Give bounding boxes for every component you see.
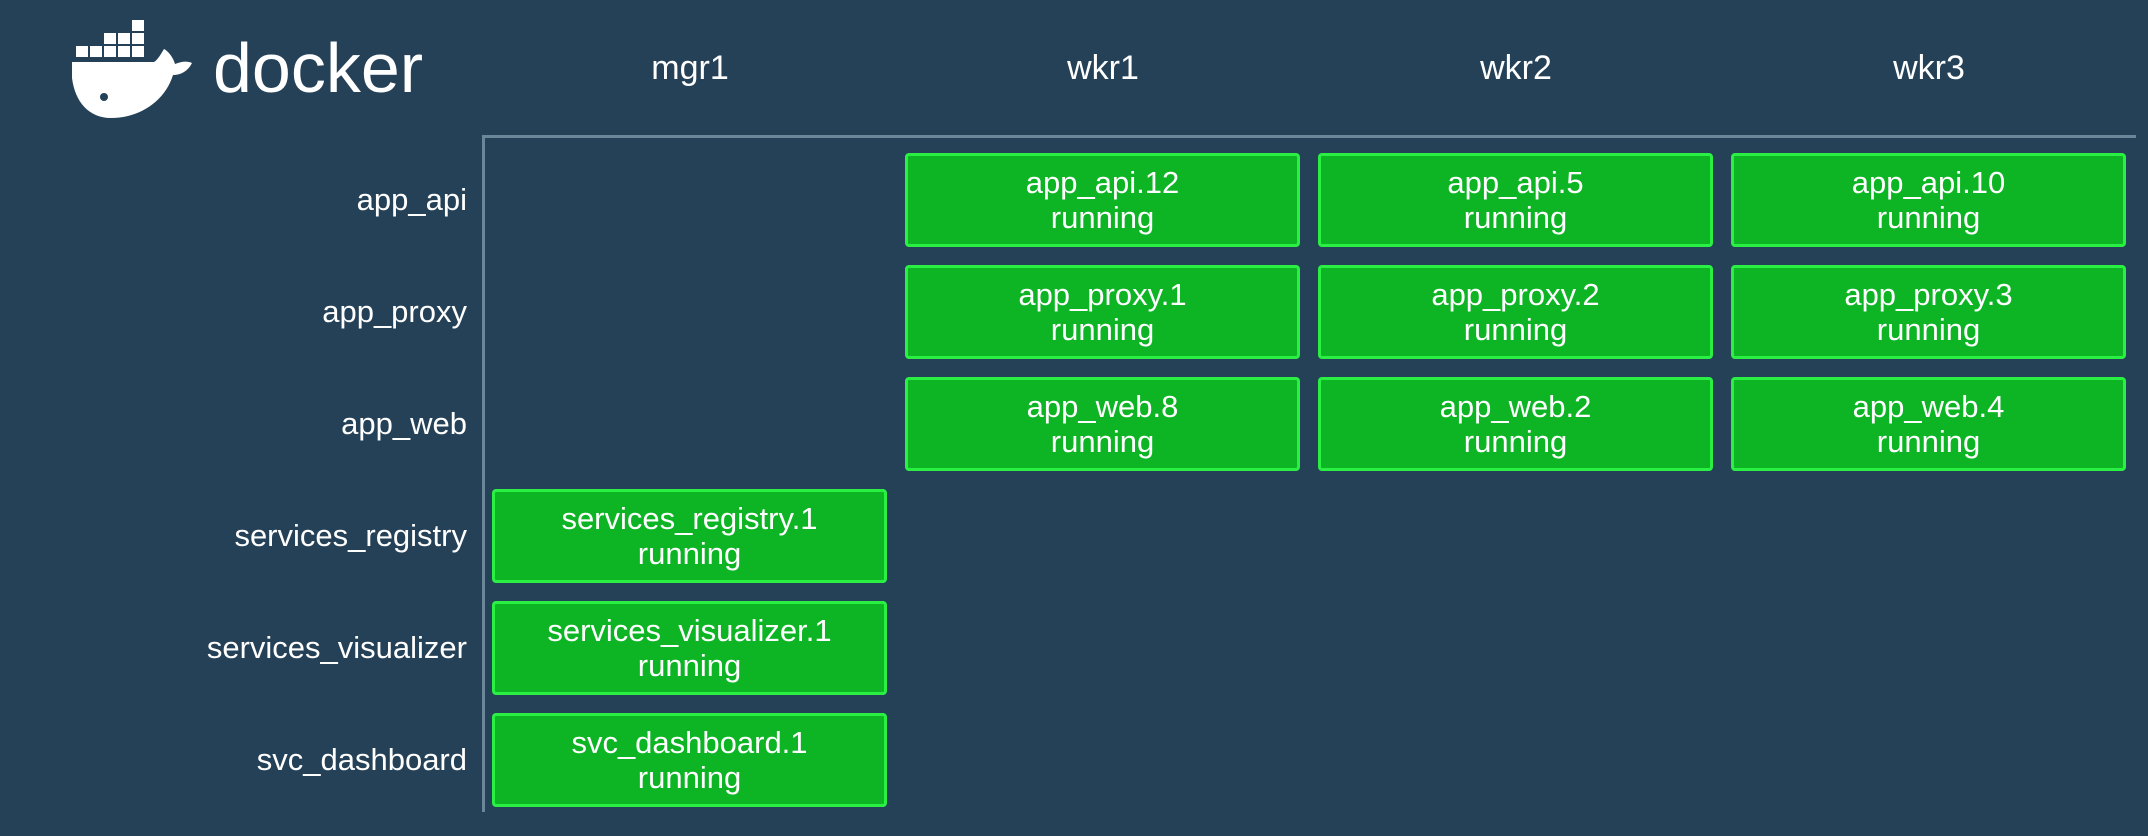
node-header-wkr3: wkr3 (1893, 49, 1965, 87)
task-name: app_proxy.2 (1431, 277, 1600, 312)
task-name: app_web.2 (1439, 389, 1592, 424)
task-state: running (1463, 200, 1568, 235)
task-state: running (1876, 312, 1981, 347)
node-header-wkr1: wkr1 (1067, 49, 1139, 87)
task-name: svc_dashboard.1 (571, 725, 808, 760)
task-state: running (1050, 200, 1155, 235)
task-name: app_api.10 (1851, 165, 2006, 200)
grid-top-border (482, 135, 2136, 138)
task-state: running (1463, 424, 1568, 459)
task-name: services_registry.1 (561, 501, 818, 536)
grid-left-border (482, 135, 485, 812)
docker-logo: docker (72, 20, 423, 118)
node-header-wkr2: wkr2 (1480, 49, 1552, 87)
task-name: app_api.5 (1447, 165, 1584, 200)
task-name: app_web.4 (1852, 389, 2005, 424)
service-label-app-proxy: app_proxy (322, 294, 467, 329)
task-name: app_web.8 (1026, 389, 1179, 424)
service-label-services-visualizer: services_visualizer (206, 630, 467, 665)
node-header-mgr1: mgr1 (651, 49, 729, 87)
task-state: running (637, 760, 742, 795)
docker-wordmark: docker (213, 29, 423, 107)
service-label-svc-dashboard: svc_dashboard (256, 742, 467, 777)
task-name: app_proxy.1 (1018, 277, 1187, 312)
task-state: running (1876, 200, 1981, 235)
task-name: services_visualizer.1 (547, 613, 832, 648)
docker-whale-icon (72, 20, 192, 118)
task-state: running (637, 536, 742, 571)
task-state: running (1050, 312, 1155, 347)
task-state: running (1050, 424, 1155, 459)
task-state: running (1876, 424, 1981, 459)
service-label-app-web: app_web (341, 406, 467, 441)
task-name: app_proxy.3 (1844, 277, 2013, 312)
task-state: running (1463, 312, 1568, 347)
service-label-app-api: app_api (356, 182, 467, 217)
task-state: running (637, 648, 742, 683)
task-name: app_api.12 (1025, 165, 1180, 200)
service-label-services-registry: services_registry (234, 518, 467, 553)
